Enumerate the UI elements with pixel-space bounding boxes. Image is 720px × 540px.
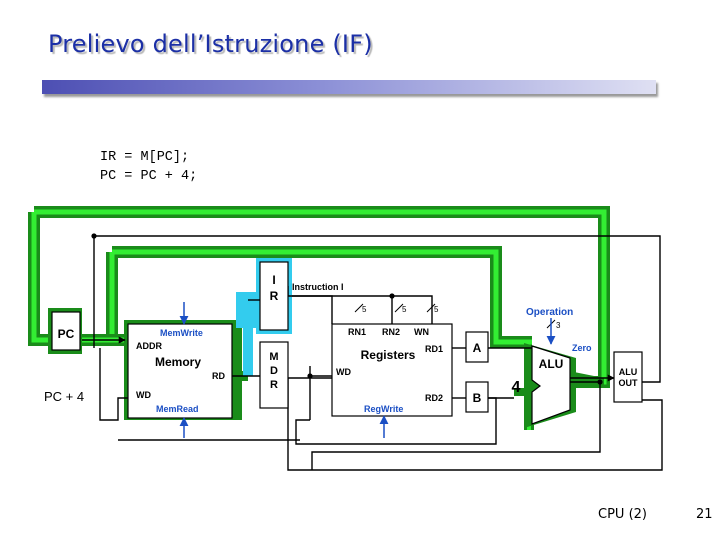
alu-out-register bbox=[613, 351, 643, 403]
bus-width-rn2: 5 bbox=[402, 305, 407, 314]
instruction-label: Instruction I bbox=[292, 282, 344, 292]
mdr-label-d: D bbox=[270, 365, 278, 377]
constant-four: 4 bbox=[512, 379, 521, 396]
mdr-label-r: R bbox=[270, 379, 278, 391]
alu-out-label-alu: ALU bbox=[619, 367, 638, 377]
memory-addr-port: ADDR bbox=[136, 341, 162, 351]
bus-width-ticks bbox=[354, 303, 556, 329]
register-a bbox=[465, 331, 489, 363]
rn2-port: RN2 bbox=[382, 327, 400, 337]
regwrite-signal-label: RegWrite bbox=[364, 404, 403, 414]
memory-unit bbox=[127, 323, 233, 419]
ir-label-i: I bbox=[272, 273, 275, 287]
memory-rd-port: RD bbox=[212, 371, 225, 381]
slide-title: Prelievo dell’Istruzione (IF) bbox=[48, 30, 373, 58]
operation-width: 3 bbox=[556, 321, 561, 330]
code-line: IR = M[PC]; bbox=[100, 150, 190, 165]
footer-section: CPU (2) bbox=[598, 507, 647, 522]
mdr-register bbox=[259, 341, 289, 409]
zero-signal-label: Zero bbox=[572, 343, 592, 353]
pc-label: PC bbox=[58, 327, 75, 341]
code-block: IR = M[PC]; PC = PC + 4; bbox=[100, 148, 197, 186]
mdr-label-m: M bbox=[269, 351, 278, 363]
wn-port: WN bbox=[414, 327, 429, 337]
operation-signal-label: Operation bbox=[526, 307, 573, 318]
pc-plus-4-annotation: PC + 4 bbox=[44, 389, 84, 404]
page-number: 21 bbox=[696, 507, 713, 522]
alu-out-label-out: OUT bbox=[619, 378, 639, 388]
register-a-label: A bbox=[473, 341, 482, 355]
register-file bbox=[331, 323, 453, 417]
register-b bbox=[465, 381, 489, 413]
alu-unit bbox=[531, 345, 571, 425]
registers-wd-port: WD bbox=[336, 367, 351, 377]
bus-width-wn: 5 bbox=[434, 305, 439, 314]
memread-signal-label: MemRead bbox=[156, 404, 199, 414]
rn1-port: RN1 bbox=[348, 327, 366, 337]
ir-label-r: R bbox=[270, 289, 279, 303]
alu-label: ALU bbox=[539, 357, 564, 371]
rd1-port: RD1 bbox=[425, 344, 443, 354]
pc-register bbox=[51, 311, 81, 351]
bus-width-rn1: 5 bbox=[362, 305, 367, 314]
registers-label: Registers bbox=[361, 348, 416, 362]
memwrite-signal-label: MemWrite bbox=[160, 328, 203, 338]
memory-label: Memory bbox=[155, 355, 201, 369]
memory-wd-port: WD bbox=[136, 390, 151, 400]
register-b-label: B bbox=[473, 391, 482, 405]
instruction-register bbox=[259, 261, 289, 331]
title-underline-bar bbox=[42, 80, 656, 94]
code-line: PC = PC + 4; bbox=[100, 169, 198, 184]
rd2-port: RD2 bbox=[425, 393, 443, 403]
